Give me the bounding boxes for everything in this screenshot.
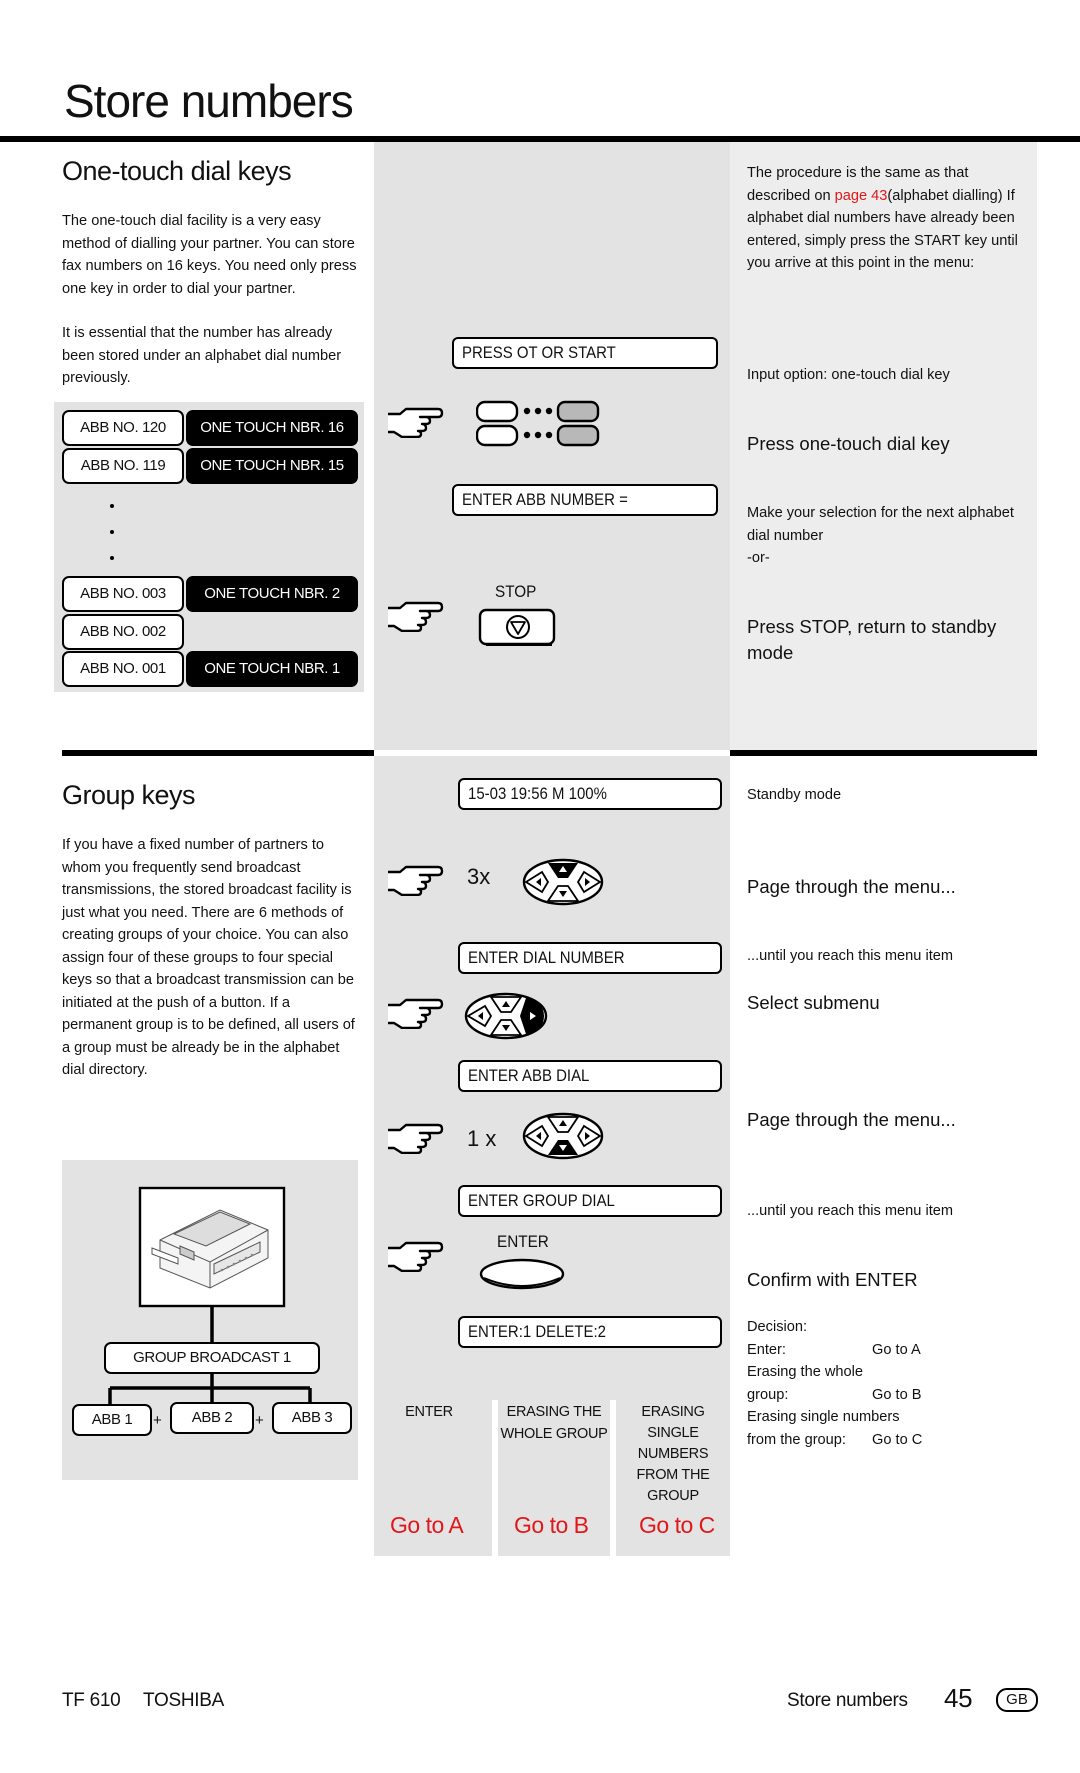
lcd-enter-delete: ENTER:1 DELETE:2 — [458, 1316, 722, 1348]
decision-erase-whole-label-2: group: — [747, 1387, 789, 1403]
option-column-c — [616, 1400, 730, 1556]
one-touch-keys-icon — [476, 400, 600, 447]
touch-pill-2: ONE TOUCH NBR. 2 — [186, 576, 358, 612]
one-touch-intro-2: It is essential that the number has alre… — [62, 325, 342, 386]
footer-brand: TOSHIBA — [143, 1690, 224, 1711]
plus-sign: + — [153, 1412, 162, 1429]
lcd-enter-abb-dial: ENTER ABB DIAL — [458, 1060, 722, 1092]
ellipsis-dot — [110, 530, 114, 534]
option-a-label: ENTER — [405, 1404, 453, 1420]
touch-pill-1: ONE TOUCH NBR. 1 — [186, 651, 358, 687]
goto-c-link[interactable]: Go to C — [639, 1512, 715, 1538]
lcd-press-ot: PRESS OT OR START — [452, 337, 718, 369]
fax-machine-icon — [151, 1209, 269, 1289]
pointing-hand-icon — [388, 998, 444, 1029]
group-intro: If you have a fixed number of partners t… — [62, 837, 355, 1078]
lcd-enter-dial-number: ENTER DIAL NUMBER — [458, 942, 722, 974]
option-column-a — [374, 1400, 492, 1556]
pointing-hand-icon — [388, 865, 444, 896]
abb1-box: ABB 1 — [72, 1404, 152, 1436]
until-reach-note: ...until you reach this menu item — [747, 948, 954, 964]
one-touch-intro: The one-touch dial facility is a very ea… — [62, 213, 357, 297]
enter-key-icon — [479, 1258, 565, 1290]
footer-section: Store numbers — [787, 1690, 908, 1711]
page-43-link[interactable]: page 43 — [834, 187, 888, 204]
decision-label: Decision: — [747, 1319, 808, 1335]
or-separator: -or- — [747, 550, 770, 566]
pointing-hand-icon — [388, 1123, 444, 1154]
touch-pill-15: ONE TOUCH NBR. 15 — [186, 448, 358, 484]
lcd-standby: 15-03 19:56 M 100% — [458, 778, 722, 810]
abb-pill-002: ABB NO. 002 — [62, 614, 184, 650]
touch-pill-16: ONE TOUCH NBR. 16 — [186, 410, 358, 446]
stop-key-icon — [478, 608, 556, 646]
option-c-label: ERASING SINGLE NUMBERS FROM THE GROUP — [636, 1404, 710, 1504]
country-badge: GB — [996, 1688, 1038, 1712]
navigation-keypad-icon-down-highlighted — [522, 858, 604, 906]
confirm-enter-instruction: Confirm with ENTER — [747, 1269, 918, 1290]
pointing-hand-icon — [388, 407, 444, 438]
page-through-instruction-2: Page through the menu... — [747, 1109, 956, 1130]
abb-pill-001: ABB NO. 001 — [62, 651, 184, 687]
standby-mode-note: Standby mode — [747, 787, 842, 803]
section-rule-left — [62, 750, 374, 756]
lcd-enter-group-dial: ENTER GROUP DIAL — [458, 1185, 722, 1217]
pointing-hand-icon — [388, 1241, 444, 1272]
input-option-note: Input option: one-touch dial key — [747, 367, 950, 383]
page-title: Store numbers — [64, 75, 354, 127]
abb2-box: ABB 2 — [170, 1402, 254, 1434]
plus-sign: + — [255, 1412, 264, 1429]
option-b-label: ERASING THE WHOLE GROUP — [500, 1404, 608, 1442]
goto-b-link[interactable]: Go to B — [514, 1512, 589, 1538]
select-submenu-instruction: Select submenu — [747, 992, 880, 1013]
abb-pill-119: ABB NO. 119 — [62, 448, 184, 484]
decision-erase-whole-target: Go to B — [872, 1387, 922, 1403]
until-reach-note-2: ...until you reach this menu item — [747, 1203, 954, 1219]
decision-erase-single-label-2: from the group: — [747, 1432, 846, 1448]
press-key-instruction: Press one-touch dial key — [747, 433, 950, 454]
navigation-keypad-icon-right-highlighted — [464, 992, 548, 1040]
footer-model: TF 610 — [62, 1690, 121, 1711]
pointing-hand-icon — [388, 601, 444, 632]
decision-erase-single-label: Erasing single numbers — [747, 1409, 900, 1425]
one-touch-heading: One-touch dial keys — [62, 156, 292, 186]
options-top-strip — [374, 1390, 730, 1400]
ellipsis-dot — [110, 556, 114, 560]
ellipsis-dot — [110, 504, 114, 508]
option-column-b — [498, 1400, 610, 1556]
page-through-instruction: Page through the menu... — [747, 876, 956, 897]
times-1-label: 1 x — [467, 1126, 497, 1151]
section-rule-right — [730, 750, 1037, 756]
enter-label: ENTER — [497, 1232, 549, 1251]
make-selection-note: Make your selection for the next alphabe… — [747, 505, 1014, 544]
decision-enter-label: Enter: — [747, 1342, 786, 1358]
goto-a-link[interactable]: Go to A — [390, 1512, 464, 1538]
procedure-note: The procedure is the same as that descri… — [747, 165, 1018, 271]
group-broadcast-box: GROUP BROADCAST 1 — [104, 1342, 320, 1374]
decision-enter-target: Go to A — [872, 1342, 921, 1358]
stop-label: STOP — [495, 582, 537, 601]
title-rule — [0, 136, 1080, 142]
group-keys-heading: Group keys — [62, 780, 196, 810]
lcd-enter-abb-number: ENTER ABB NUMBER = — [452, 484, 718, 516]
abb3-box: ABB 3 — [272, 1402, 352, 1434]
abb-pill-003: ABB NO. 003 — [62, 576, 184, 612]
page-number: 45 — [944, 1683, 973, 1713]
decision-erase-single-target: Go to C — [872, 1432, 923, 1448]
middle-panel-top — [374, 142, 730, 750]
press-stop-instruction: Press STOP, return to standby mode — [747, 616, 997, 663]
right-panel-top — [730, 142, 1037, 750]
abb-pill-120: ABB NO. 120 — [62, 410, 184, 446]
navigation-keypad-icon-down-highlighted — [522, 1112, 604, 1160]
times-3-label: 3x — [467, 864, 491, 889]
decision-erase-whole-label: Erasing the whole — [747, 1364, 864, 1380]
